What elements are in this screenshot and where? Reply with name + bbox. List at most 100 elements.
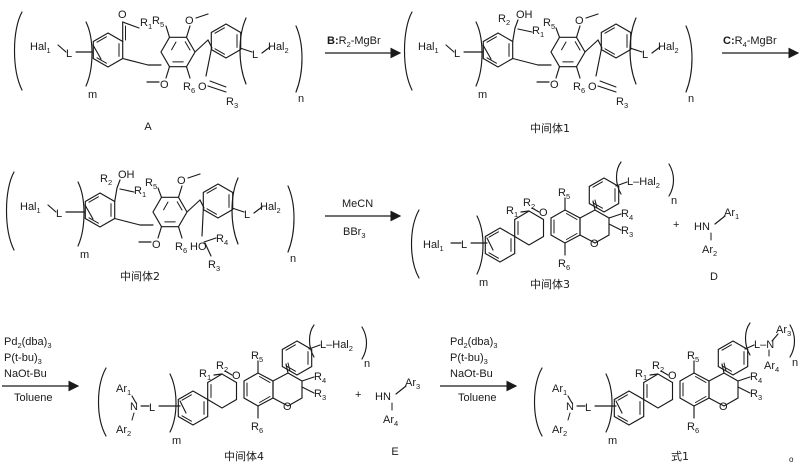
- reagent-Pd2dba3-2: Pd2(dba)3: [450, 336, 498, 350]
- label-R1-INT4: R1: [199, 368, 211, 382]
- caption-E: E: [391, 446, 398, 458]
- label-N-INT4: N: [130, 401, 138, 413]
- label-L-Hal2-INT4: L–Hal2: [320, 339, 353, 353]
- label-Ar4-F1: Ar4: [764, 360, 779, 374]
- label-OH-INT1: OH: [516, 9, 533, 21]
- label-hal1-INT2: Hal1: [20, 201, 41, 215]
- caption-INT1: 中间体1: [530, 121, 570, 135]
- compound-INT1: m Hal1 L R2 OH R1 R5 O O R6 O R3: [403, 9, 694, 135]
- reagent-Ptbu3-2: P(t-bu)3: [450, 352, 488, 366]
- reagent-Pd2dba3-1: Pd2(dba)3: [4, 336, 52, 350]
- label-HN-E: HN: [375, 391, 391, 403]
- label-carbonyl-O-INT1: O: [588, 81, 597, 93]
- label-R1-INT3: R1: [506, 205, 518, 219]
- label-O-pyran-F1: O: [668, 370, 677, 382]
- reagent-MeCN: MeCN: [342, 198, 373, 210]
- label-L-right-INT2: L: [244, 209, 250, 221]
- compound-INT3: m Hal1 L R1 R2 O R5 R6 O R4 R3: [411, 161, 677, 291]
- subscript-m-INT3: m: [479, 277, 488, 289]
- label-OMe-INT2-bottom: O: [152, 239, 161, 251]
- label-Ar2-D: Ar2: [702, 244, 717, 258]
- label-carbonyl-O-A-left: O: [118, 9, 127, 21]
- label-hal1-INT1: Hal1: [418, 41, 439, 55]
- label-O-pyran2-INT4: O: [283, 401, 292, 413]
- label-L-F1: L: [585, 402, 591, 414]
- label-R4-INT2: R4: [216, 233, 228, 247]
- subscript-n-INT2: n: [290, 253, 296, 265]
- label-Ar1-INT4: Ar1: [116, 383, 131, 397]
- caption-D: D: [710, 271, 718, 283]
- label-R2-INT3: R2: [523, 197, 535, 211]
- label-L-left: L: [66, 48, 72, 60]
- label-N-F1: N: [566, 401, 574, 413]
- label-O-pyran2-INT3: O: [590, 238, 599, 250]
- label-R1-F1: R1: [635, 368, 647, 382]
- compound-E: HN Ar3 Ar4 E: [375, 377, 420, 458]
- label-R5-INT4: R5: [251, 350, 263, 364]
- label-R1-INT2: R1: [134, 185, 146, 199]
- caption-INT3: 中间体3: [530, 277, 570, 291]
- label-L-left-INT1: L: [454, 48, 460, 60]
- label-R6-INT1: R6: [573, 81, 585, 95]
- caption-A: A: [144, 121, 152, 133]
- label-HN-D: HN: [694, 221, 710, 233]
- label-R6-A: R6: [183, 81, 195, 95]
- solvent-toluene-1: Toluene: [14, 392, 53, 404]
- label-R3-INT3: R3: [621, 225, 633, 239]
- label-R5-INT1: R5: [543, 17, 555, 31]
- subscript-m-F1: m: [608, 435, 617, 447]
- reagent-C: C:R4-MgBr: [723, 35, 777, 49]
- label-hal2-INT1: Hal2: [658, 41, 679, 55]
- label-Ar1-D: Ar1: [724, 207, 739, 221]
- label-L-N-F1: L–N: [754, 339, 774, 351]
- reaction-arrow-3: MeCN BBr3: [325, 198, 402, 240]
- label-O-pyran2-F1: O: [719, 401, 728, 413]
- label-R1-INT1: R1: [532, 25, 544, 39]
- label-R4-F1: R4: [750, 371, 762, 385]
- label-R4-INT3: R4: [621, 208, 633, 222]
- label-R6-F1: R6: [687, 421, 699, 435]
- label-hal1: Hal1: [30, 41, 51, 55]
- solvent-toluene-2: Toluene: [458, 392, 497, 404]
- label-R3-A: R3: [226, 96, 238, 110]
- label-Ar3-E: Ar3: [405, 377, 420, 391]
- subscript-n-INT4: n: [364, 358, 370, 370]
- label-R3-F1: R3: [750, 388, 762, 402]
- label-L-Hal2-INT3: L–Hal2: [627, 176, 660, 190]
- label-R4-INT4: R4: [314, 371, 326, 385]
- subscript-m-INT2: m: [80, 249, 89, 261]
- label-R2-INT2: R2: [100, 173, 112, 187]
- subscript-m-INT4: m: [172, 435, 181, 447]
- subscript-m-INT1: m: [478, 89, 487, 101]
- label-Ar2-INT4: Ar2: [116, 424, 131, 438]
- label-Ar1-F1: Ar1: [552, 383, 567, 397]
- reagent-B: B:R2-MgBr: [327, 35, 381, 49]
- page-marker: o: [789, 455, 794, 464]
- label-R6-INT2: R6: [175, 241, 187, 255]
- label-hal2-INT2: Hal2: [260, 201, 281, 215]
- label-R6-INT3: R6: [558, 258, 570, 272]
- caption-FORMULA1: 式1: [671, 450, 689, 463]
- label-Ar4-E: Ar4: [383, 414, 398, 428]
- label-OH-INT2: OH: [118, 169, 135, 181]
- reagent-NaOtBu-2: NaOt-Bu: [450, 368, 493, 380]
- label-O-pyran-INT4: O: [232, 370, 241, 382]
- caption-INT4: 中间体4: [224, 449, 264, 463]
- reaction-arrow-1: B:R2-MgBr: [325, 35, 402, 59]
- label-R6-INT4: R6: [251, 421, 263, 435]
- label-L-INT3: L: [461, 239, 467, 251]
- label-L-right: L: [252, 49, 258, 61]
- label-R3-INT2: R3: [208, 259, 220, 273]
- label-R2-F1: R2: [652, 360, 664, 374]
- plus-sign-E: +: [355, 389, 361, 401]
- label-hal2: Hal2: [268, 41, 289, 55]
- subscript-n-INT1: n: [688, 93, 694, 105]
- reagent-NaOtBu-1: NaOt-Bu: [4, 368, 47, 380]
- reagent-BBr3: BBr3: [343, 226, 366, 240]
- label-carbonyl-O-A-right: O: [198, 81, 207, 93]
- label-R3-INT4: R3: [314, 388, 326, 402]
- compound-FORMULA1: m Ar1 N Ar2 L R1 R2 O R5 R6 O R4 R3: [534, 322, 798, 463]
- reaction-arrow-4: Pd2(dba)3 P(t-bu)3 NaOt-Bu Toluene: [2, 336, 80, 404]
- label-L-left-INT2: L: [56, 208, 62, 220]
